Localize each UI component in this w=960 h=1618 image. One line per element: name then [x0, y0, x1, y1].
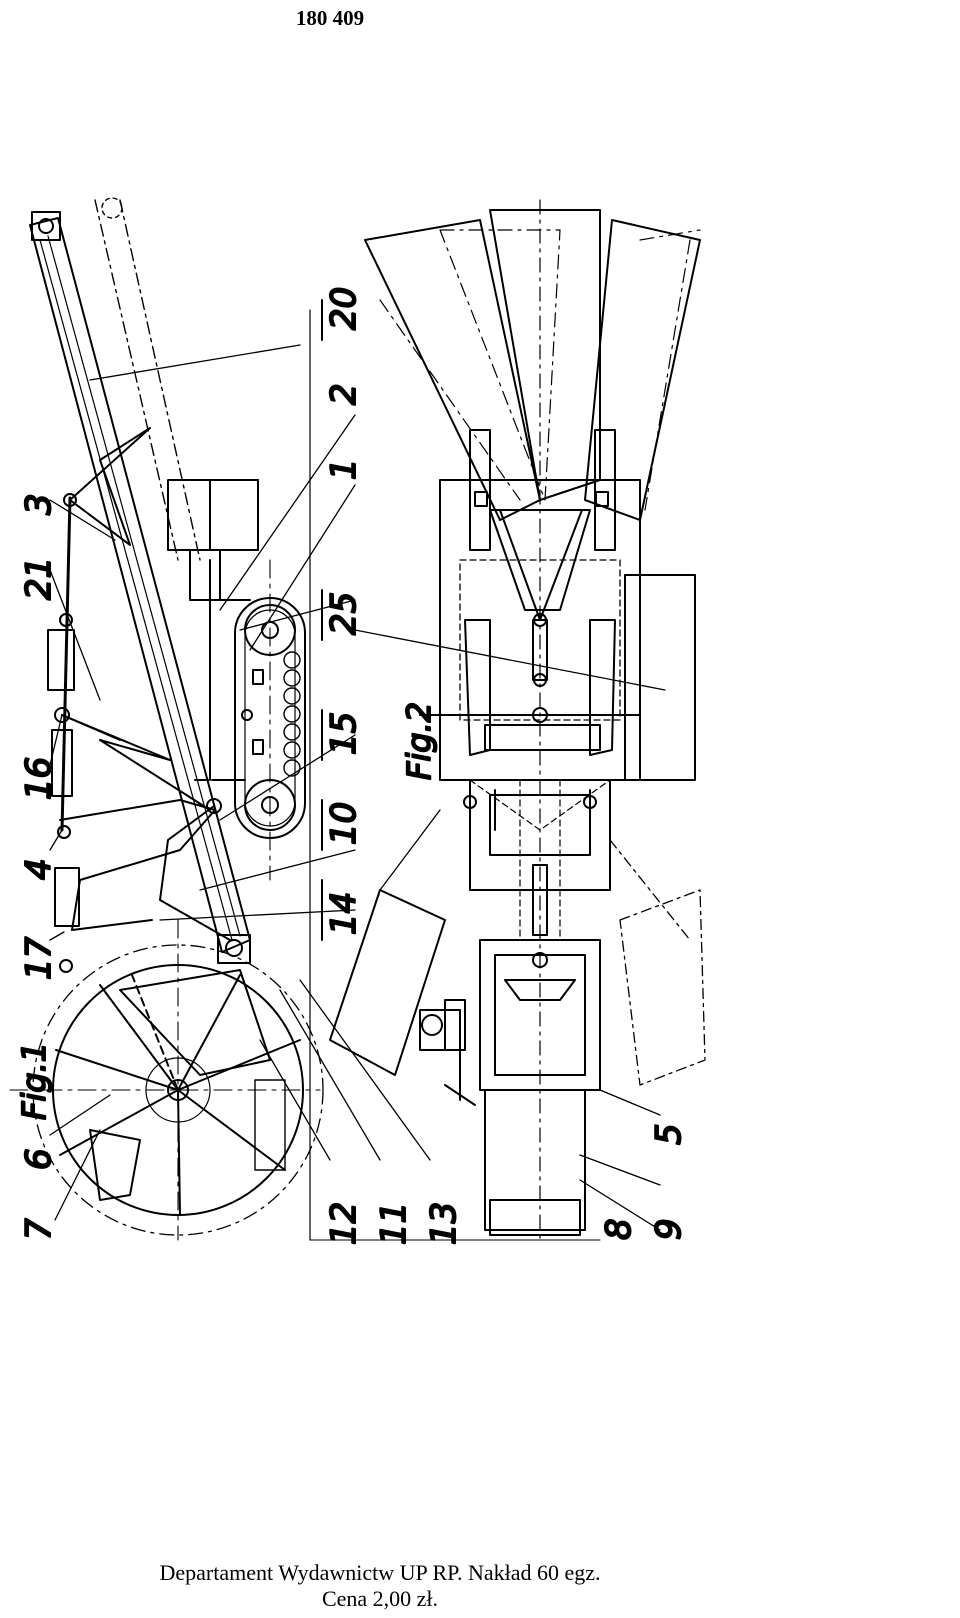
callout-2: 2 — [324, 383, 364, 405]
conveyor-boom — [29, 217, 251, 953]
technical-drawing: 20 2 1 25 15 10 14 3 21 16 4 17 6 7 12 1… — [9, 197, 706, 1246]
callout-4: 4 — [19, 858, 59, 880]
hydraulic-cylinder-lower — [54, 867, 80, 927]
callout-13: 13 — [424, 1202, 464, 1245]
hydraulic-link — [60, 496, 72, 832]
callout-11: 11 — [374, 1202, 414, 1245]
callout-9: 9 — [649, 1218, 689, 1240]
callouts-bottom-row: 12 11 13 8 9 5 — [323, 1122, 690, 1246]
callout-20: 20 — [324, 287, 364, 330]
fig1-side-view — [9, 197, 431, 1241]
footer-publisher: Departament Wydawnictw UP RP. Nakład 60 … — [159, 1560, 601, 1585]
hydraulic-cylinder-upper — [47, 629, 75, 691]
callout-16: 16 — [19, 757, 59, 800]
callout-3: 3 — [19, 493, 59, 515]
page-number: 180 409 — [295, 6, 365, 30]
callout-21: 21 — [19, 557, 59, 600]
callout-10: 10 — [324, 802, 364, 845]
callouts-left-row: 3 21 16 4 17 6 7 — [18, 492, 60, 1241]
figure-label-fig1: Fig.1 — [15, 1042, 53, 1120]
callout-14: 14 — [324, 892, 364, 935]
callouts-top-row: 20 2 1 25 15 10 14 — [321, 286, 365, 941]
callout-1: 1 — [324, 458, 364, 480]
figure-label-fig2: Fig.2 — [400, 702, 438, 780]
callout-25: 25 — [324, 592, 364, 635]
callout-15: 15 — [324, 712, 364, 755]
boom-end-roller — [31, 211, 61, 241]
callout-7: 7 — [19, 1218, 59, 1240]
fig2-top-view — [309, 199, 706, 1241]
callout-6: 6 — [19, 1148, 59, 1170]
callout-5: 5 — [649, 1123, 689, 1145]
callout-12: 12 — [324, 1202, 364, 1245]
callout-8: 8 — [599, 1218, 639, 1240]
callout-17: 17 — [19, 936, 59, 980]
footer-price: Cena 2,00 zł. — [321, 1586, 439, 1611]
